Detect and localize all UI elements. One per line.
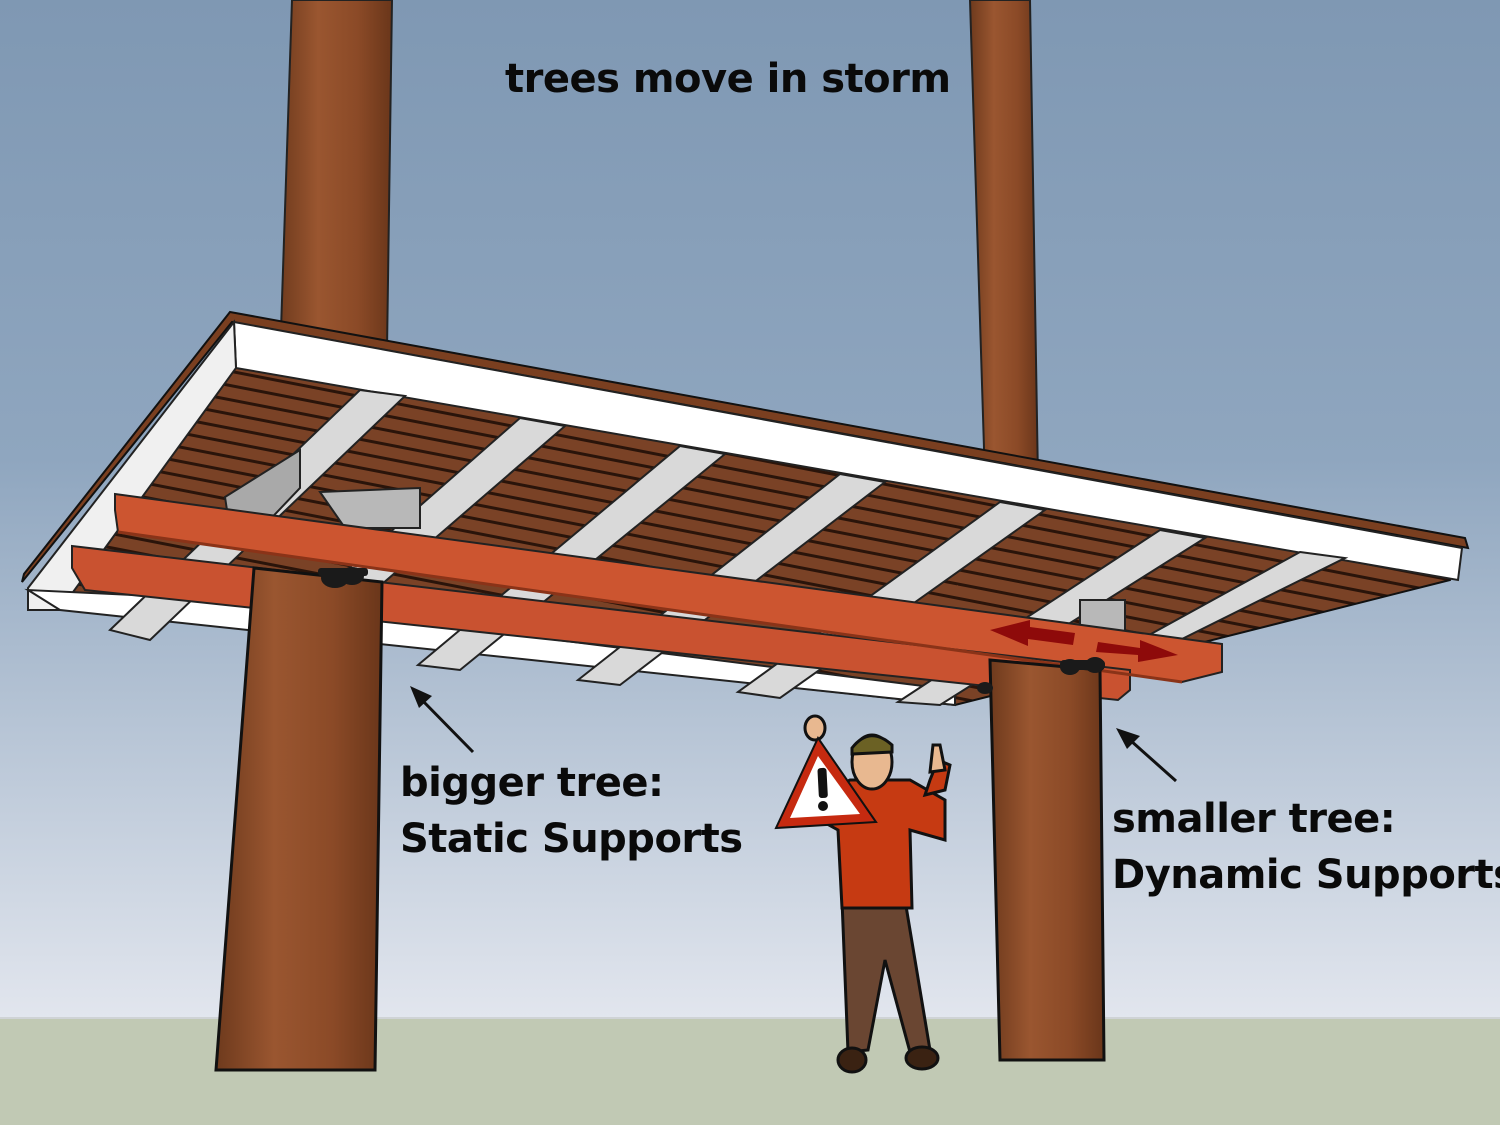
pointer-arrow-smaller-tree [1116,728,1177,783]
static-support-bolt [318,567,368,588]
bracket [318,486,421,529]
static-supports-label: Static Supports [400,816,743,862]
warning-triangle-icon [774,735,878,830]
person-figure [803,714,952,1074]
dynamic-supports-label: Dynamic Supports [1112,852,1500,898]
smaller-tree-trunk [988,658,1106,1062]
bigger-tree-label: bigger tree: [400,760,664,806]
dynamic-support-bolt [977,657,1105,694]
diagram-title: trees move in storm [505,56,951,102]
rim-joist-left [27,319,238,611]
smaller-tree-label: smaller tree: [1112,796,1396,842]
deck-rim [21,310,1470,583]
pointer-arrow-bigger-tree [410,686,475,754]
double-arrow-icon [990,620,1178,662]
